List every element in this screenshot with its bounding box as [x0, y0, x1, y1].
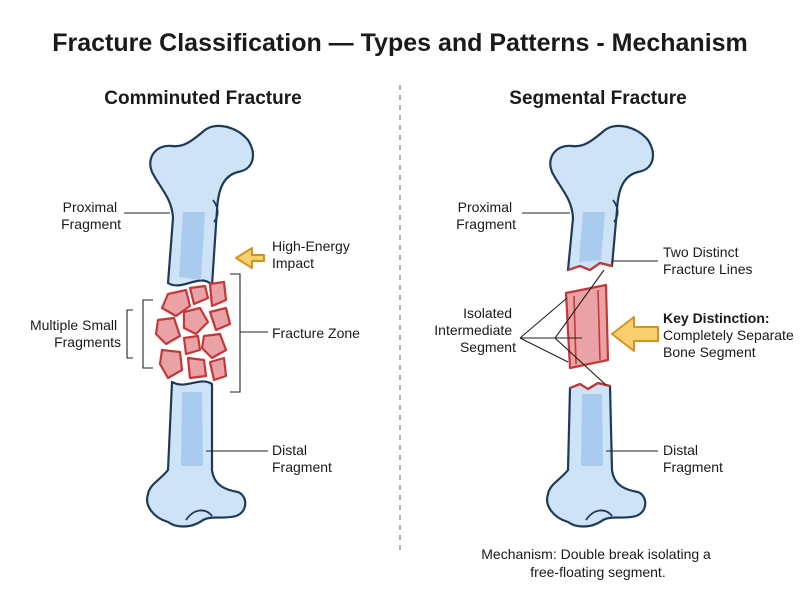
segmental-title: Segmental Fracture — [509, 88, 686, 109]
segmental-panel: Segmental Fracture — [434, 88, 798, 580]
bone-fragment — [208, 306, 232, 332]
isolated-intermediate-segment — [564, 283, 610, 370]
comminuted-title: Comminuted Fracture — [104, 88, 301, 109]
key-distinction-text: Completely Separate Bone Segment — [663, 327, 798, 360]
comminuted-fragment-cluster — [154, 280, 232, 382]
fracture-zone-label: Fracture Zone — [272, 325, 360, 341]
isolated-segment-label: Isolated Intermediate Segment — [434, 305, 516, 355]
high-energy-impact-label: High-Energy Impact — [272, 238, 354, 271]
impact-arrow-icon — [235, 247, 265, 269]
fracture-zone-bracket — [230, 273, 241, 393]
page-title: Fracture Classification — Types and Patt… — [52, 29, 748, 57]
bone-fragment — [182, 306, 210, 336]
bone-fragment — [154, 316, 182, 346]
distal-fragment-label-right: Distal Fragment — [663, 442, 723, 475]
bone-fragment — [160, 288, 192, 318]
multiple-fragments-label: Multiple Small Fragments — [30, 317, 121, 350]
bone-fragment — [182, 334, 202, 356]
comminuted-panel: Comminuted Fracture — [30, 88, 360, 528]
fragments-bracket-inner — [142, 299, 153, 369]
proximal-fragment-label: Proximal Fragment — [61, 199, 121, 232]
segmental-proximal-bone — [549, 124, 655, 272]
bone-fragment — [158, 348, 184, 380]
bone-fragment — [208, 280, 228, 308]
distal-fragment-label: Distal Fragment — [272, 442, 332, 475]
comminuted-proximal-bone — [149, 124, 255, 287]
bone-fragment — [200, 332, 228, 360]
two-fracture-lines-label: Two Distinct Fracture Lines — [663, 244, 752, 277]
key-distinction-title: Key Distinction: — [663, 310, 770, 326]
key-distinction-arrow-icon — [611, 316, 659, 352]
bone-fragment — [208, 356, 228, 382]
proximal-fragment-label-right: Proximal Fragment — [456, 199, 516, 232]
bone-fragment — [188, 284, 210, 306]
comminuted-distal-bone — [146, 380, 247, 528]
segmental-distal-bone — [546, 381, 647, 528]
mechanism-caption: Mechanism: Double break isolating a free… — [481, 546, 714, 580]
fragments-bracket-outer — [126, 309, 133, 359]
bone-fragment — [186, 356, 208, 380]
